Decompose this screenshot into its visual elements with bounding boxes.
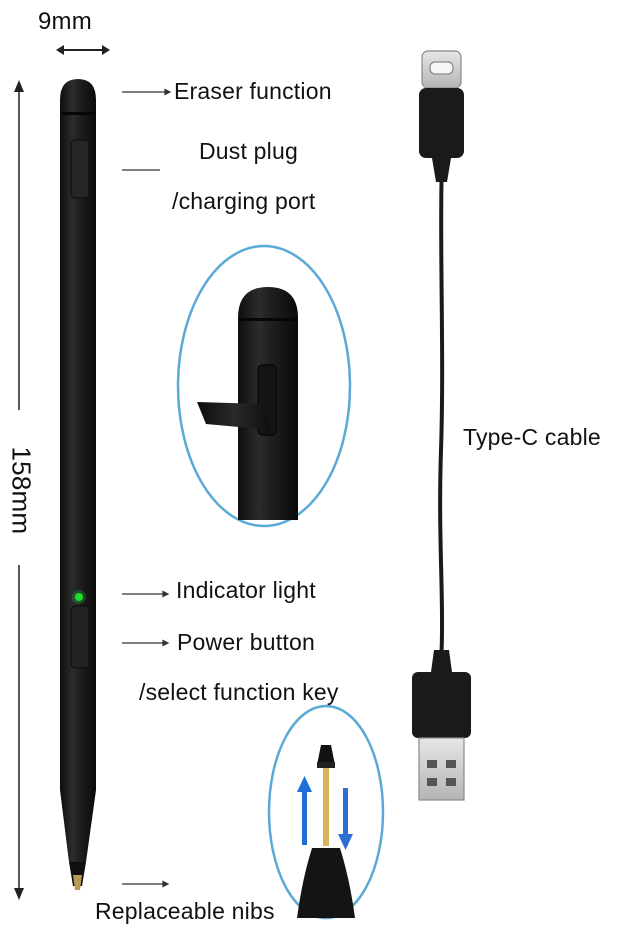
usb-a-connector bbox=[418, 737, 465, 801]
charging-port-label: /charging port bbox=[172, 188, 316, 214]
select-function-label: /select function key bbox=[139, 679, 339, 705]
insert-up-arrow bbox=[297, 776, 312, 845]
replacement-nib bbox=[323, 768, 329, 846]
pen-nib-base bbox=[69, 862, 86, 886]
width-dimension-arrow bbox=[56, 45, 110, 55]
nibs-callout bbox=[267, 704, 385, 920]
length-label: 158mm bbox=[6, 446, 37, 535]
power-button bbox=[70, 605, 90, 669]
dust-plug-label: Dust plug bbox=[199, 138, 298, 164]
width-label: 9mm bbox=[38, 8, 92, 35]
dust-plug-open bbox=[197, 402, 272, 430]
eraser-seam bbox=[61, 112, 95, 115]
type-c-cable bbox=[412, 50, 471, 801]
eraser-label: Eraser function bbox=[174, 78, 332, 104]
power-button-label: Power button bbox=[177, 629, 315, 655]
nibs-label: Replaceable nibs bbox=[95, 898, 275, 924]
length-dimension-arrow bbox=[14, 80, 24, 900]
remove-down-arrow bbox=[338, 788, 353, 850]
dust-plug bbox=[70, 139, 90, 199]
charging-port-callout bbox=[176, 244, 352, 528]
indicator-led bbox=[75, 593, 83, 601]
pen-nib-tip bbox=[73, 875, 82, 890]
stylus-pen bbox=[60, 79, 96, 890]
leader-lines bbox=[122, 88, 172, 888]
indicator-label: Indicator light bbox=[176, 577, 316, 603]
cable-label: Type-C cable bbox=[463, 424, 601, 450]
